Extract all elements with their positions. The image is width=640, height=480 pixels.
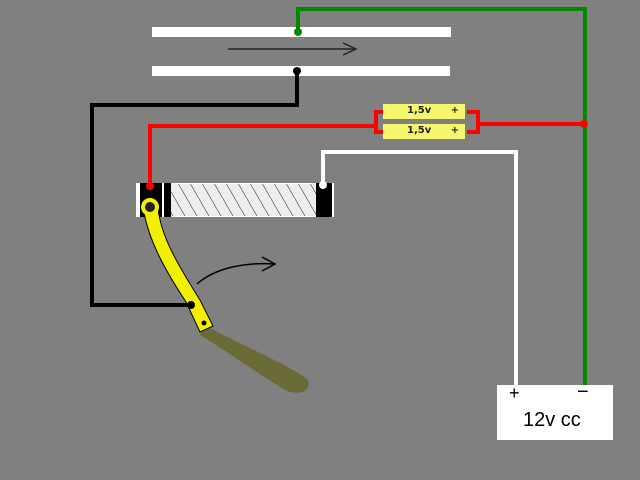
cell-polarity: + [450, 105, 459, 116]
white-wire [321, 150, 518, 385]
junction-dot [580, 120, 588, 128]
junction-dot [187, 301, 195, 309]
red-wire [148, 124, 375, 186]
power-supply-label: 12v cc [523, 409, 581, 431]
cell-polarity: + [450, 125, 459, 136]
plus-terminal: + [509, 383, 520, 403]
rotation-arrowhead [261, 256, 277, 272]
junction-dot [146, 182, 154, 190]
red-bracket-left [374, 110, 385, 134]
lever [141, 198, 309, 393]
battery-cell: 1,5v + [383, 124, 465, 139]
junction-dot [294, 28, 302, 36]
red-bracket-right [467, 110, 480, 134]
junction-dot [293, 67, 301, 75]
rotation-arrow [196, 262, 275, 285]
cell-voltage: 1,5v [407, 105, 432, 116]
power-supply: + − 12v cc [497, 381, 613, 440]
cell-voltage: 1,5v [407, 125, 432, 136]
black-wire [90, 71, 299, 307]
green-wire [296, 7, 587, 385]
minus-terminal: − [577, 381, 589, 403]
resistor [136, 183, 334, 217]
junction-dot [319, 181, 327, 189]
direction-arrow [228, 42, 358, 56]
battery-cell: 1,5v + [383, 104, 465, 119]
